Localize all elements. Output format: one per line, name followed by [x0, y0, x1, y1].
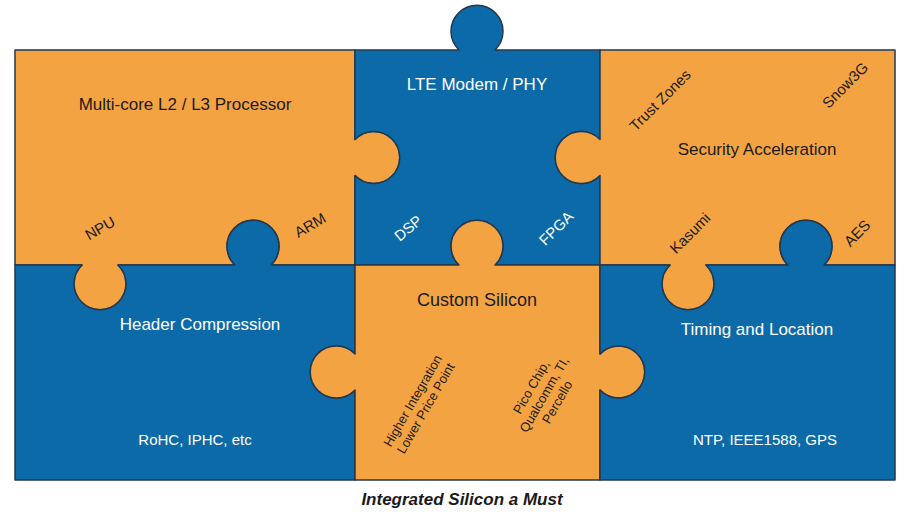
- piece-title: Timing and Location: [681, 320, 833, 340]
- puzzle-piece: Custom SiliconHigher Integration Lower P…: [305, 215, 650, 523]
- piece-outline: [305, 215, 650, 523]
- piece-title: Multi-core L2 / L3 Processor: [79, 95, 292, 115]
- piece-title: LTE Modem / PHY: [407, 75, 547, 95]
- piece-label: NTP, IEEE1588, GPS: [693, 431, 837, 448]
- piece-label: Security Acceleration: [678, 140, 837, 160]
- piece-title: Header Compression: [120, 315, 281, 335]
- piece-title: Custom Silicon: [417, 290, 537, 311]
- puzzle-piece: Timing and LocationNTP, IEEE1588, GPS: [550, 215, 913, 523]
- piece-outline: [550, 215, 913, 523]
- piece-label: RoHC, IPHC, etc: [138, 431, 251, 448]
- caption: Integrated Silicon a Must: [361, 490, 562, 510]
